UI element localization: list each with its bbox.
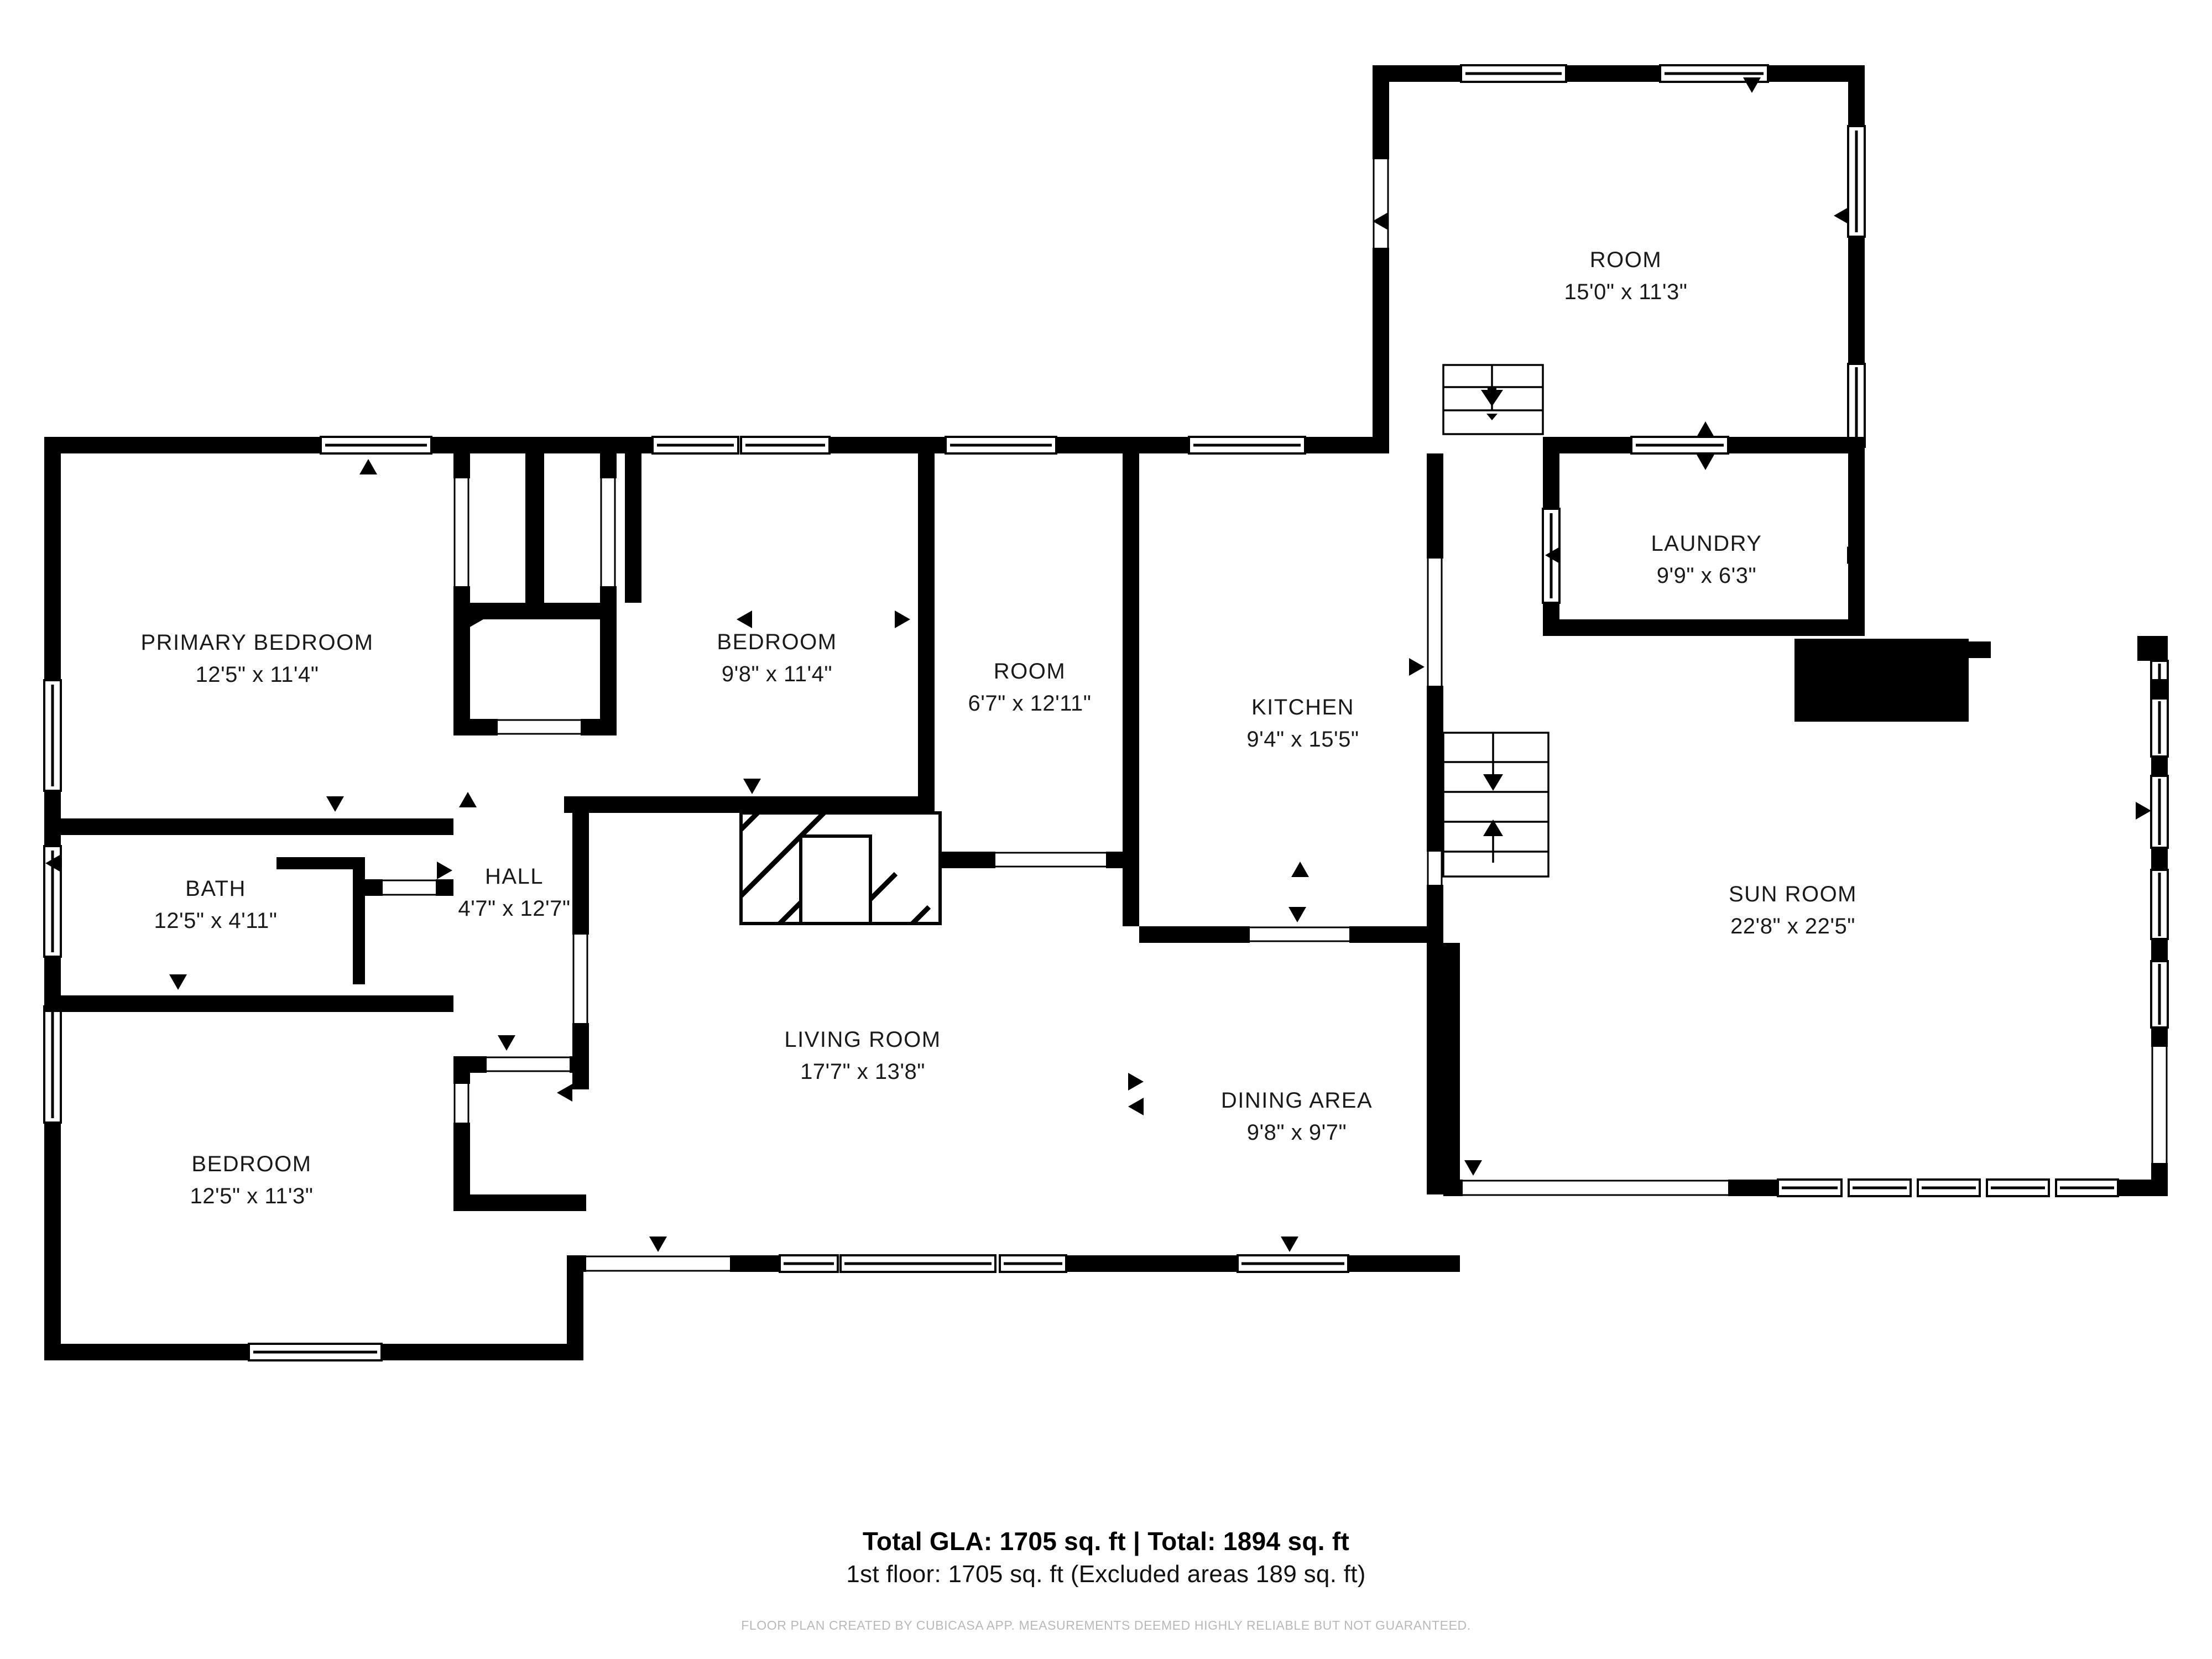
room-label-bedroom-upper: BEDROOM xyxy=(717,630,837,654)
opening-kitchen-stair xyxy=(1427,559,1443,686)
room-labels: PRIMARY BEDROOM 12'5" x 11'4" BATH 12'5"… xyxy=(140,248,1857,1208)
window-sunroom-bottom-5 xyxy=(2055,1178,2119,1197)
window-sunroom-right-5 xyxy=(2150,869,2169,940)
window-sunroom-bottom-1 xyxy=(1777,1178,1843,1197)
fireplace xyxy=(739,811,942,925)
door-lower-closet xyxy=(487,1056,589,1073)
kitchen-dining-divider xyxy=(1139,453,1443,1194)
stairs-upper xyxy=(1442,364,1544,435)
door-kitchen-dining xyxy=(1250,926,1349,943)
opening-dining-stair xyxy=(1427,852,1443,885)
room-label-bedroom-lower: BEDROOM xyxy=(191,1152,311,1176)
window-living-bottom-1 xyxy=(779,1254,839,1273)
window-sunroom-bottom-4 xyxy=(1986,1178,2050,1197)
room-dim-laundry: 9'9" x 6'3" xyxy=(1657,564,1756,588)
room-label-living-room: LIVING ROOM xyxy=(784,1027,941,1052)
window-dining-bottom xyxy=(1237,1254,1349,1273)
bottom-left-wing-walls xyxy=(44,1255,583,1361)
room-dim-primary-bedroom: 12'5" x 11'4" xyxy=(196,662,319,687)
floor-plan-footer: Total GLA: 1705 sq. ft | Total: 1894 sq.… xyxy=(0,1526,2212,1633)
living-dining-outer-walls xyxy=(572,943,1460,1273)
window-living-bottom-2 xyxy=(839,1254,997,1273)
room-dim-bath: 12'5" x 4'11" xyxy=(154,909,278,933)
room-kitchen-divider xyxy=(1123,437,1139,926)
door-room-living xyxy=(995,852,1106,868)
room-dim-room-center: 6'7" x 12'11" xyxy=(968,691,1092,716)
window-laundry-top xyxy=(1630,436,1729,455)
window-topright-1 xyxy=(1460,64,1567,83)
room-label-hall: HALL xyxy=(485,864,544,889)
window-topright-right xyxy=(1847,125,1866,238)
main-house-top-wall xyxy=(44,436,1389,455)
window-topright-2 xyxy=(1659,64,1769,83)
room-dim-room-top-right: 15'0" x 11'3" xyxy=(1564,280,1688,304)
window-top-room xyxy=(945,436,1057,455)
window-living-bottom-3 xyxy=(999,1254,1067,1273)
window-top-bedroom-a xyxy=(651,436,739,455)
room-label-kitchen: KITCHEN xyxy=(1251,695,1354,719)
window-sunroom-right-6 xyxy=(2150,960,2169,1029)
window-sunroom-right-3 xyxy=(2150,697,2169,758)
window-top-primary xyxy=(320,436,432,455)
room-dim-dining-area: 9'8" x 9'7" xyxy=(1247,1120,1347,1145)
room-label-bath: BATH xyxy=(185,877,246,901)
window-sunroom-bottom-3 xyxy=(1917,1178,1981,1197)
closet-block-upper xyxy=(453,437,617,735)
room-label-sun-room: SUN ROOM xyxy=(1729,882,1857,906)
stairs-lower xyxy=(1442,732,1550,878)
window-top-kitchen xyxy=(1188,436,1306,455)
window-topright-right-2 xyxy=(1847,363,1866,448)
closet-block-lower xyxy=(453,1056,589,1211)
room-dim-bedroom-upper: 9'8" x 11'4" xyxy=(722,662,832,686)
hall-walls xyxy=(572,437,641,1089)
window-bottom-bedroom xyxy=(248,1343,383,1361)
laundry-structure xyxy=(1542,436,1865,636)
room-label-primary-bedroom: PRIMARY BEDROOM xyxy=(140,630,373,655)
room-top-right-structure xyxy=(1373,64,1866,451)
left-exterior-wall xyxy=(43,437,62,1360)
door-markers xyxy=(45,77,2151,1252)
door-hall-living xyxy=(572,935,589,1023)
exterior-bumpout-block xyxy=(1794,639,1969,722)
footer-total-area: Total GLA: 1705 sq. ft | Total: 1894 sq.… xyxy=(862,1527,1350,1556)
room-dim-sun-room: 22'8" x 22'5" xyxy=(1730,914,1855,938)
room-dim-kitchen: 9'4" x 15'5" xyxy=(1246,727,1359,752)
window-sunroom-bottom-2 xyxy=(1848,1178,1912,1197)
window-left-bedroom xyxy=(43,1005,62,1124)
footer-floor-breakdown: 1st floor: 1705 sq. ft (Excluded areas 1… xyxy=(846,1561,1366,1588)
sun-room-structure xyxy=(1443,636,2169,1197)
door-closet-bottom xyxy=(498,719,581,735)
room-label-room-center: ROOM xyxy=(994,659,1066,684)
room-dim-hall: 4'7" x 12'7" xyxy=(458,896,570,921)
window-top-bedroom-b xyxy=(740,436,831,455)
room-dim-living-room: 17'7" x 13'8" xyxy=(800,1060,925,1084)
room-label-dining-area: DINING AREA xyxy=(1221,1088,1373,1113)
room-label-room-top-right: ROOM xyxy=(1590,248,1662,272)
window-left-primary xyxy=(43,679,62,792)
room-dim-bedroom-lower: 12'5" x 11'3" xyxy=(190,1184,314,1208)
footer-disclaimer: FLOOR PLAN CREATED BY CUBICASA APP. MEAS… xyxy=(741,1618,1471,1632)
window-sunroom-right-4 xyxy=(2150,775,2169,849)
room-label-laundry: LAUNDRY xyxy=(1651,531,1762,556)
primary-bath-divider xyxy=(44,818,453,1012)
